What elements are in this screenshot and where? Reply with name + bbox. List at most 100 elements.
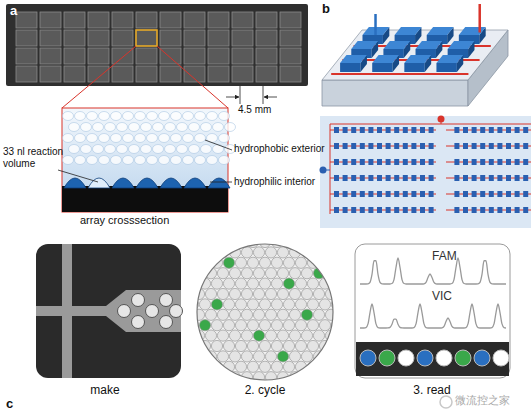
hydrophilic-well <box>184 178 206 188</box>
oil-bubble <box>153 145 164 154</box>
blue-chamber <box>377 143 382 149</box>
vic-trace <box>360 304 506 328</box>
oil-bubble <box>207 156 218 165</box>
leader-line <box>210 182 232 183</box>
array-well <box>256 30 277 46</box>
oil-bubble <box>105 123 116 132</box>
array-well <box>64 12 85 28</box>
blue-chamber <box>454 143 459 149</box>
oil-bubble <box>99 156 110 165</box>
droplet <box>295 278 306 289</box>
blue-chamber <box>463 175 468 181</box>
oil-bubble <box>87 112 98 121</box>
droplet <box>301 288 312 299</box>
oil-bubble <box>75 156 86 165</box>
droplet <box>265 309 276 320</box>
array-well <box>40 48 61 64</box>
droplet <box>241 268 252 279</box>
droplet <box>247 257 258 268</box>
blue-chamber <box>472 159 477 165</box>
blue-chamber <box>360 175 365 181</box>
oil-bubble <box>189 145 200 154</box>
blue-chamber <box>515 175 520 181</box>
callout-label: 33 nl reaction volume <box>3 146 69 169</box>
droplet <box>211 320 222 331</box>
blue-chamber <box>454 127 459 133</box>
channel-label: VIC <box>432 290 452 304</box>
array-well <box>88 48 109 64</box>
panel-letter: c <box>6 397 13 412</box>
oil-bubble <box>141 123 152 132</box>
array-well <box>280 30 301 46</box>
blue-chamber <box>351 143 356 149</box>
oil-bubble <box>111 134 122 143</box>
positive-droplet <box>199 320 210 331</box>
droplet <box>307 236 318 247</box>
droplet <box>271 340 282 351</box>
array-well <box>112 12 133 28</box>
droplet <box>313 247 324 258</box>
droplet <box>235 320 246 331</box>
array-well <box>160 30 181 46</box>
blue-chamber <box>489 127 494 133</box>
droplet <box>301 330 312 341</box>
droplet <box>331 236 342 247</box>
droplet <box>253 247 264 258</box>
leader-line <box>205 140 232 150</box>
blue-chamber <box>360 127 365 133</box>
array-well <box>184 12 205 28</box>
blue-chamber <box>497 175 502 181</box>
droplet <box>289 351 300 362</box>
droplet <box>223 299 234 310</box>
view-caption: array crosssection <box>80 214 169 227</box>
array-well <box>88 66 109 82</box>
droplet <box>217 330 228 341</box>
blue-chamber <box>463 191 468 197</box>
droplet <box>187 320 198 331</box>
droplet <box>295 340 306 351</box>
blue-chamber <box>368 143 373 149</box>
array-well <box>256 48 277 64</box>
droplet <box>277 247 288 258</box>
blue-chamber <box>463 207 468 213</box>
droplet <box>211 361 222 372</box>
array-well <box>64 30 85 46</box>
oil-bubble <box>147 156 158 165</box>
blue-chamber <box>506 175 511 181</box>
hydrophilic-well <box>88 178 110 188</box>
blue-chamber <box>394 207 399 213</box>
channel-label: FAM <box>432 250 457 264</box>
blue-chamber <box>420 191 425 197</box>
cube-top <box>383 41 410 49</box>
zoom-line <box>62 46 136 108</box>
oil-bubble <box>159 156 170 165</box>
array-well <box>280 48 301 64</box>
blue-chamber <box>472 191 477 197</box>
array-well <box>160 66 181 82</box>
droplet <box>253 288 264 299</box>
droplet <box>235 361 246 372</box>
blue-chamber <box>515 191 520 197</box>
droplet <box>265 351 276 362</box>
oil-bubble <box>207 112 218 121</box>
droplet <box>235 340 246 351</box>
step-label: make <box>55 384 155 398</box>
watermark-icon <box>440 396 452 408</box>
blue-chamber <box>386 127 391 133</box>
blue-chamber <box>377 191 382 197</box>
cube-front <box>436 63 456 72</box>
blue-chamber <box>463 143 468 149</box>
oil-bubble <box>153 123 164 132</box>
blue-chamber <box>523 207 528 213</box>
read-droplet <box>379 350 395 366</box>
array-well <box>16 30 37 46</box>
droplet <box>241 351 252 362</box>
droplet <box>271 299 282 310</box>
channel <box>62 244 72 378</box>
droplet <box>253 372 264 383</box>
array-well <box>112 48 133 64</box>
droplet <box>319 236 330 247</box>
droplet <box>241 330 252 341</box>
oil-bubble <box>111 112 122 121</box>
blue-chamber <box>506 191 511 197</box>
